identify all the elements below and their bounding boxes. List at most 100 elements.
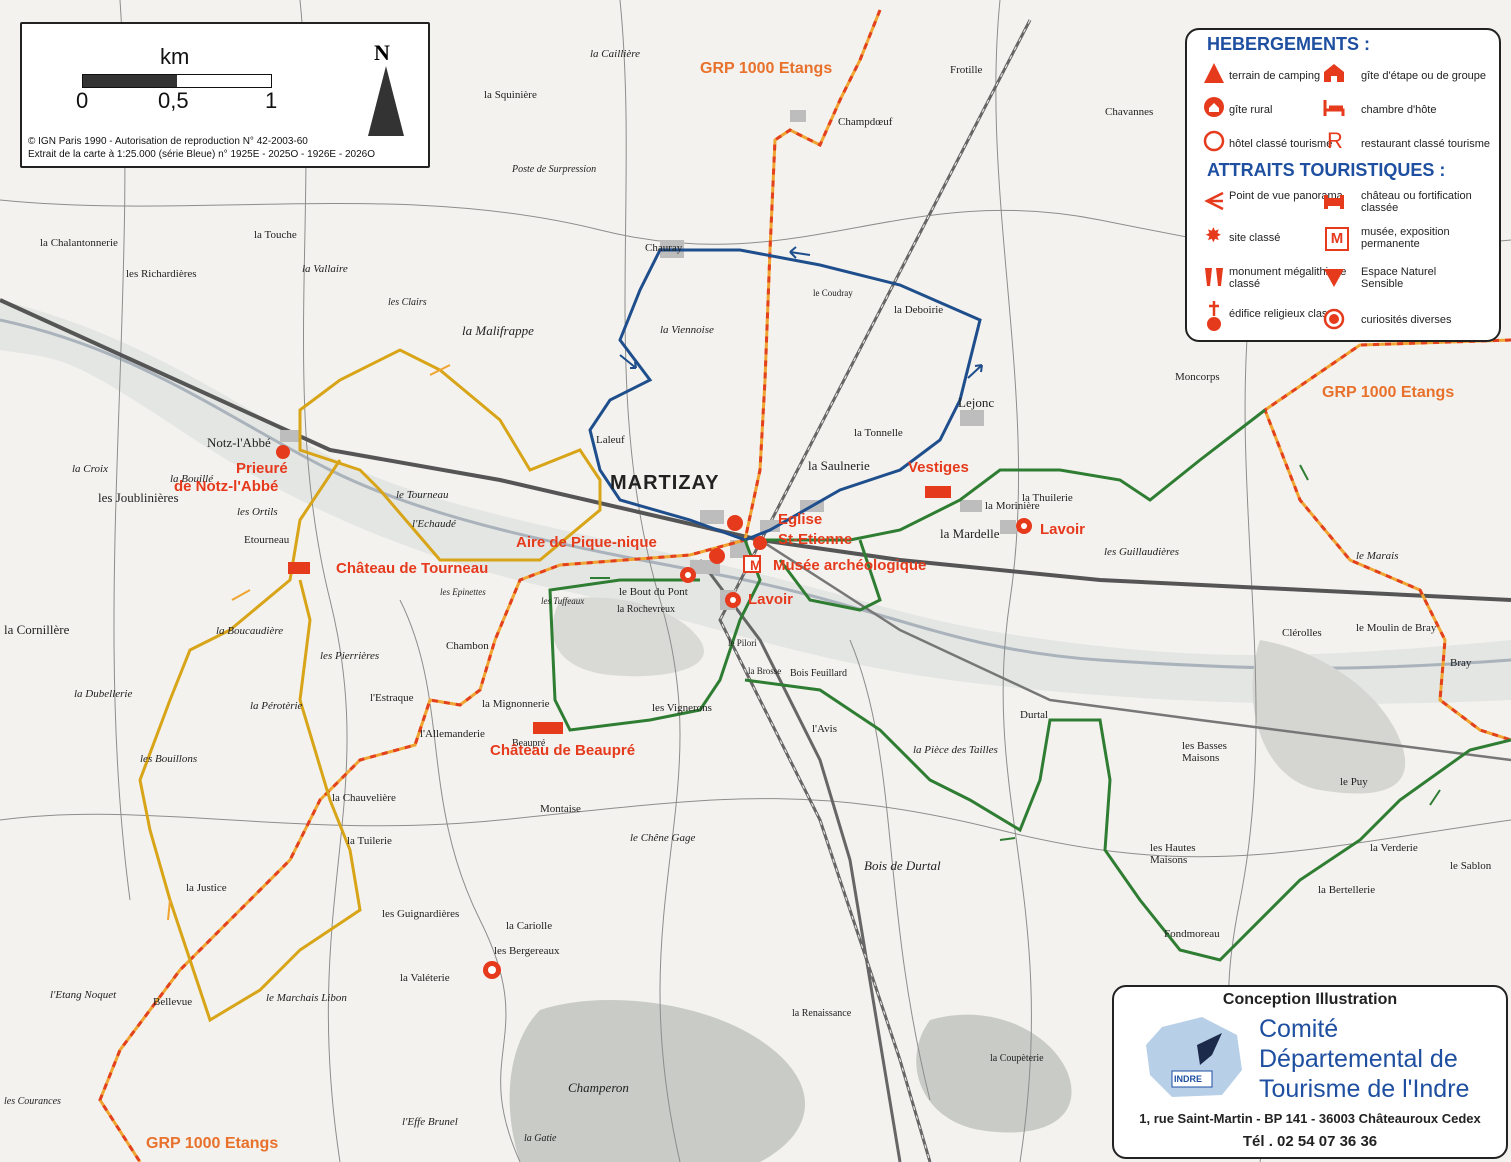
legend-label: restaurant classé tourisme bbox=[1361, 138, 1490, 150]
place-label: la Mignonnerie bbox=[482, 698, 550, 710]
place-label: le Moulin de Bray bbox=[1356, 622, 1437, 634]
legend-label: gîte d'étape ou de groupe bbox=[1361, 70, 1487, 82]
restaurant-icon: R bbox=[1327, 128, 1343, 153]
place-label: l'Avis bbox=[812, 723, 838, 735]
place-label: Lejonc bbox=[958, 395, 995, 410]
credit-address: 1, rue Saint-Martin - BP 141 - 36003 Châ… bbox=[1139, 1111, 1481, 1126]
poi-prieure: Prieuré bbox=[236, 460, 288, 477]
place-martizay: MARTIZAY bbox=[610, 472, 720, 494]
place-label: la Gatie bbox=[524, 1133, 557, 1144]
credit-box: Conception Illustration INDRE Comité Dép… bbox=[1112, 985, 1508, 1159]
woodland bbox=[552, 597, 704, 677]
place-label: Etourneau bbox=[244, 534, 290, 546]
place-label: la Thuilerie bbox=[1022, 492, 1073, 504]
railway-ties bbox=[719, 19, 1031, 1162]
place-label: la Tonnelle bbox=[854, 427, 903, 439]
place-label: Montaise bbox=[540, 803, 581, 815]
place-label: Fondmoreau bbox=[1164, 928, 1220, 940]
place-label: le Tourneau bbox=[396, 489, 449, 501]
place-label: la Renaissance bbox=[792, 1008, 852, 1019]
place-label: les Vignerons bbox=[652, 702, 712, 714]
site-icon: ✸ bbox=[1205, 225, 1222, 247]
poi-aire-pique-nique: Aire de Pique-nique bbox=[516, 534, 657, 551]
legend-label: monument mégalithique classé bbox=[1229, 266, 1347, 290]
place-label: Chambon bbox=[446, 640, 489, 652]
place-label: les Guignardières bbox=[382, 908, 460, 920]
place-label: la Rochevreux bbox=[617, 604, 676, 615]
place-label: Durtal bbox=[1020, 709, 1049, 721]
scale-tick: 1 bbox=[265, 88, 278, 113]
place-label: la Morinière bbox=[985, 500, 1040, 512]
indre-logo-icon bbox=[1146, 1017, 1242, 1097]
place-label: la Saulnerie bbox=[808, 458, 870, 473]
place-label: la Chauvelière bbox=[332, 792, 396, 804]
place-label: Frotille bbox=[950, 64, 983, 76]
museum-icon: M bbox=[750, 557, 762, 573]
scale-tick: 0 bbox=[76, 88, 89, 113]
north-arrow-icon bbox=[368, 66, 404, 136]
place-label: la Dubellerie bbox=[74, 688, 133, 700]
place-label: Moncorps bbox=[1175, 371, 1220, 383]
river-valley bbox=[0, 300, 1511, 704]
tent-icon bbox=[1204, 63, 1224, 83]
route-arrows bbox=[167, 246, 1441, 921]
place-label: les Bergereaux bbox=[494, 945, 560, 957]
route-yellow bbox=[138, 348, 602, 1023]
river-claise bbox=[0, 318, 1511, 670]
poi-markers bbox=[276, 445, 1032, 979]
place-label: Beaupré bbox=[512, 738, 546, 749]
copyright-text: © IGN Paris 1990 - Autorisation de repro… bbox=[28, 136, 308, 147]
scale-unit: km bbox=[160, 44, 190, 69]
place-label: les Joublinières bbox=[98, 490, 179, 505]
place-label: l'Estraque bbox=[370, 692, 414, 704]
museum-icon: M bbox=[1325, 227, 1349, 251]
route-blue bbox=[588, 248, 982, 542]
place-label: les Basses Maisons bbox=[1182, 740, 1227, 764]
credit-org: Départemental de bbox=[1259, 1045, 1458, 1073]
poi-chateau-beaupre: Château de Beaupré bbox=[490, 742, 636, 759]
place-label: la Mardelle bbox=[940, 526, 1000, 541]
logo-text: INDRE bbox=[1174, 1074, 1203, 1084]
place-label: la Justice bbox=[186, 882, 227, 894]
poi-lavoir: Lavoir bbox=[1040, 521, 1086, 538]
place-label: la Cariolle bbox=[506, 920, 553, 932]
legend-label: chambre d'hôte bbox=[1361, 104, 1437, 116]
place-label: la Valéterie bbox=[400, 972, 450, 984]
place-label: la Chalantonnerie bbox=[40, 237, 118, 249]
place-label: la Croix bbox=[72, 463, 108, 475]
place-label: l'Etang Noquet bbox=[50, 989, 117, 1001]
credit-org: Comité bbox=[1259, 1015, 1339, 1043]
place-label: la Deboirie bbox=[894, 304, 944, 316]
legend-heading-attractions: ATTRAITS TOURISTIQUES : bbox=[1207, 160, 1446, 180]
bed-icon bbox=[1323, 100, 1345, 116]
place-label: la Tuilerie bbox=[347, 835, 392, 847]
place-label: la Cornillère bbox=[4, 622, 70, 637]
natural-space-icon bbox=[1324, 269, 1344, 287]
place-label: les Richardières bbox=[126, 268, 197, 280]
legend-label: hôtel classé tourisme bbox=[1229, 138, 1333, 150]
curiosity-icon bbox=[1323, 308, 1345, 330]
place-label: Bois Feuillard bbox=[790, 668, 847, 679]
place-label: Laleuf bbox=[596, 434, 625, 446]
place-label: Champdœuf bbox=[838, 116, 893, 128]
place-label: les Ortils bbox=[237, 506, 278, 518]
north-label: N bbox=[374, 40, 390, 65]
place-label: la Vallaire bbox=[302, 263, 348, 275]
legend-label: site classé bbox=[1229, 232, 1281, 244]
route-green-west bbox=[548, 539, 762, 732]
place-label: les Guillaudières bbox=[1104, 546, 1180, 558]
place-label: la Brosse bbox=[748, 666, 782, 676]
scale-bar-box: km 0 0,5 1 N © IGN Paris 1990 - Autorisa… bbox=[20, 22, 430, 168]
place-label: Champeron bbox=[568, 1080, 629, 1095]
lodge-icon bbox=[1324, 64, 1344, 82]
place-label: la Boucaudière bbox=[216, 625, 284, 637]
place-label: la Verderie bbox=[1370, 842, 1418, 854]
place-label: la Coupèterie bbox=[990, 1053, 1044, 1064]
rural-gite-icon bbox=[1204, 97, 1224, 117]
viewpoint-icon bbox=[1204, 191, 1224, 211]
legend-label: gîte rural bbox=[1229, 104, 1273, 116]
place-label: la Caillière bbox=[590, 48, 641, 60]
legend-heading-lodging: HEBERGEMENTS : bbox=[1207, 34, 1371, 54]
